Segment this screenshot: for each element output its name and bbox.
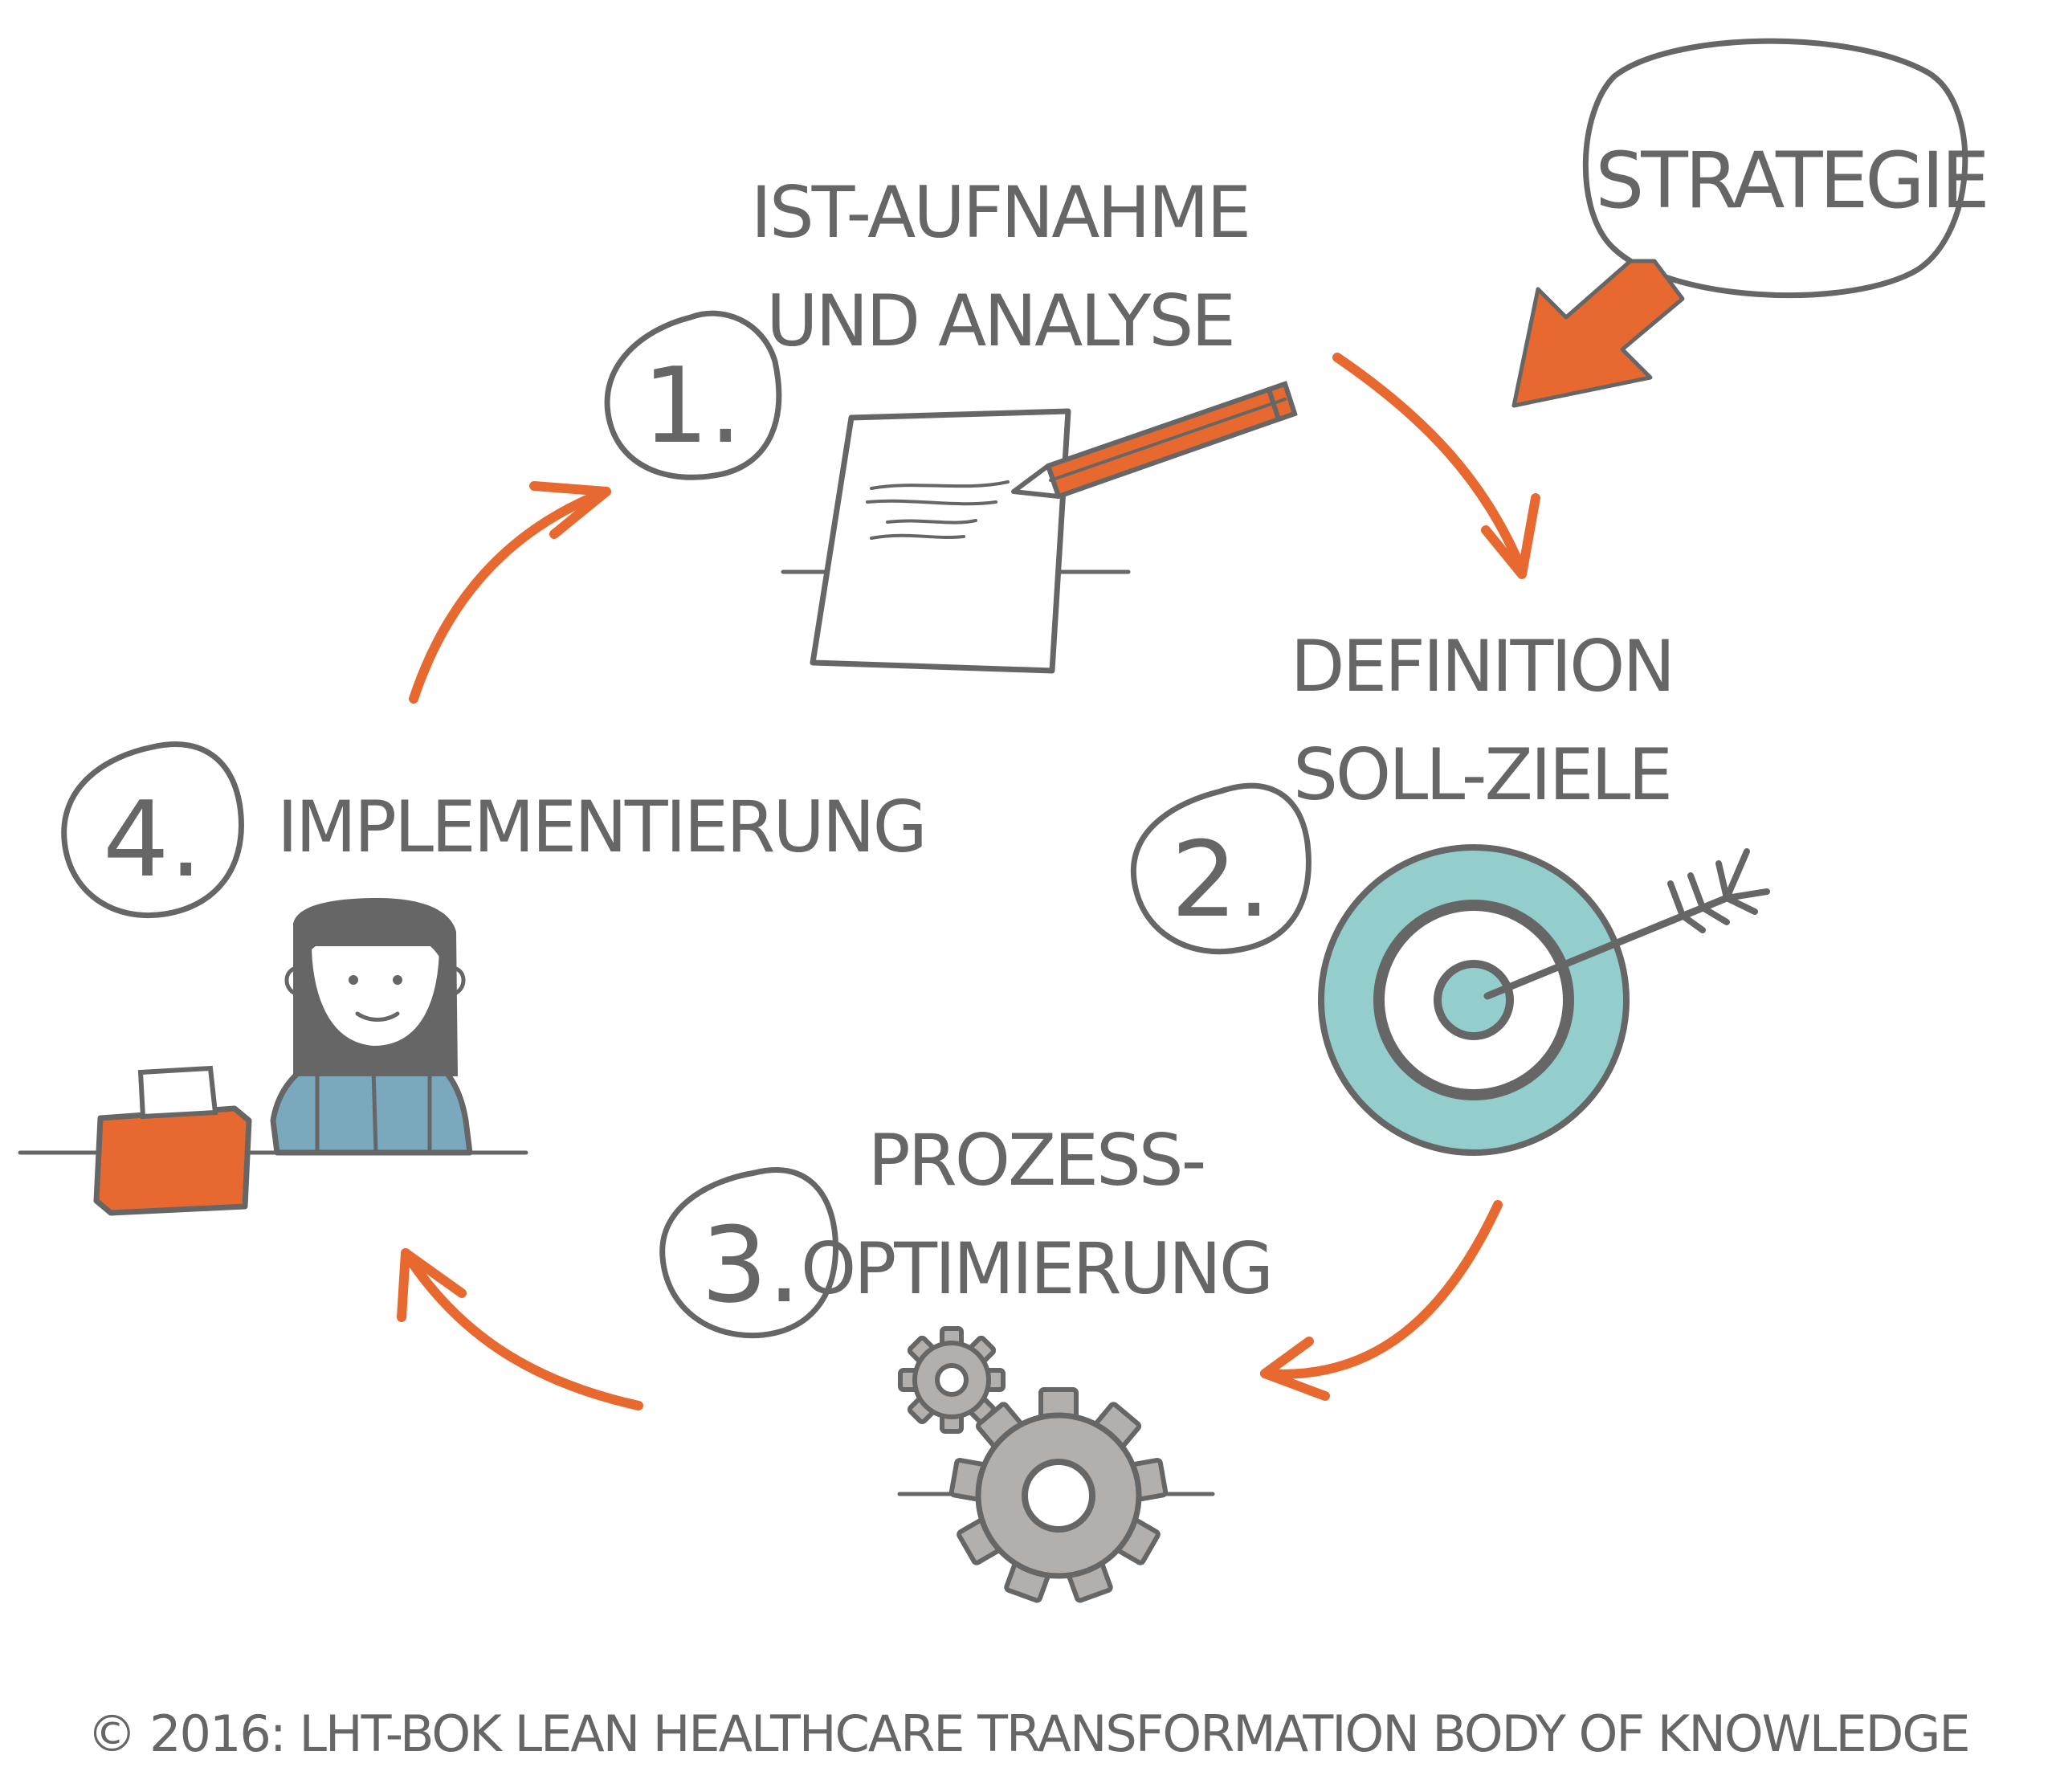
step-1: 1. Ist-Aufnahme und Analyse [604,171,1251,480]
step-2-title-line-1: Definition [1291,625,1674,708]
step-4-title: Implementierung [277,786,925,868]
step-2: Definition Soll-Ziele 2. [1130,625,1675,955]
person-with-box-icon [18,898,528,1216]
strategy-bubble: Strategie [1582,38,1990,299]
flow-arrow-1-to-2 [1332,353,1540,579]
step-1-number: 1. [642,345,742,467]
step-2-number: 2. [1171,818,1271,941]
step-1-title-line-2: und Analyse [766,280,1234,362]
step-2-circle [1130,782,1312,955]
step-1-circle [604,310,782,480]
step-2-title-line-2: Soll-Ziele [1293,733,1670,816]
copyright-footer: © 2016: LHT-BOK Lean Healthcare Transfor… [87,1704,1968,1763]
flow-arrow-2-to-3 [1260,1200,1503,1401]
step-4-circle [61,741,244,918]
step-1-title-line-1: Ist-Aufnahme [751,171,1249,254]
step-3-number: 3. [701,1204,801,1326]
step-3-title-line-1: Prozess- [868,1119,1205,1202]
flow-arrow-4-to-1 [409,481,611,704]
step-4-number: 4. [103,778,202,900]
strategy-label: Strategie [1595,136,1986,226]
target-arrow-icon [1318,844,1770,1156]
document-pencil-icon [781,381,1298,674]
step-3-title-line-2: Optimierung [801,1227,1271,1310]
step-3-circle [659,1167,839,1339]
strategy-arrow-icon [1511,259,1685,408]
step-3: 3. Prozess- Optimierung [659,1119,1274,1339]
gears-icon [897,1326,1215,1603]
step-4: 4. Implementierung [61,741,928,918]
flow-arrow-3-to-4 [397,1248,643,1410]
